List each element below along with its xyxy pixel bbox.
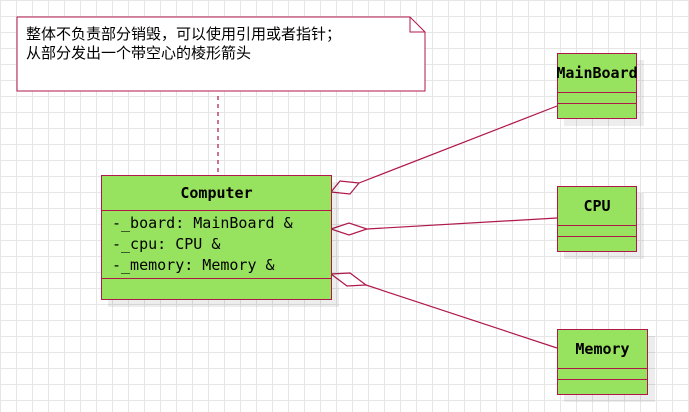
class-computer-attributes: -_board: MainBoard & -_cpu: CPU & -_memo… bbox=[102, 211, 331, 279]
attribute-cpu: -_cpu: CPU & bbox=[112, 235, 221, 253]
note-text: 整体不负责部分销毁，可以使用引用或者指针； 从部分发出一个带空心的棱形箭头 bbox=[26, 25, 416, 63]
class-memory[interactable]: Memory bbox=[557, 329, 648, 395]
class-memory-attributes bbox=[558, 369, 647, 380]
aggregation-diamond-memory bbox=[329, 272, 368, 287]
aggregation-line-mainboard[interactable] bbox=[358, 105, 558, 184]
class-cpu-name: CPU bbox=[558, 187, 636, 226]
note-fold bbox=[409, 17, 425, 33]
class-computer-name: Computer bbox=[102, 176, 331, 211]
attribute-memory: -_memory: Memory & bbox=[112, 256, 275, 274]
class-cpu-attributes bbox=[558, 226, 636, 237]
note-box[interactable] bbox=[16, 16, 426, 92]
class-mainboard-attributes bbox=[558, 93, 636, 104]
class-cpu[interactable]: CPU bbox=[557, 186, 637, 252]
aggregation-line-memory[interactable] bbox=[365, 284, 558, 349]
class-memory-name: Memory bbox=[558, 330, 647, 369]
aggregation-diamond-mainboard bbox=[329, 180, 361, 195]
note-line-2: 从部分发出一个带空心的棱形箭头 bbox=[26, 44, 252, 62]
class-computer[interactable]: Computer -_board: MainBoard & -_cpu: CPU… bbox=[101, 175, 332, 300]
aggregation-diamond-cpu bbox=[329, 222, 369, 236]
attribute-board: -_board: MainBoard & bbox=[112, 214, 293, 232]
class-mainboard[interactable]: MainBoard bbox=[556, 53, 638, 119]
note-line-1: 整体不负责部分销毁，可以使用引用或者指针； bbox=[26, 25, 342, 43]
aggregation-line-cpu[interactable] bbox=[366, 217, 558, 230]
class-mainboard-name: MainBoard bbox=[556, 54, 638, 93]
